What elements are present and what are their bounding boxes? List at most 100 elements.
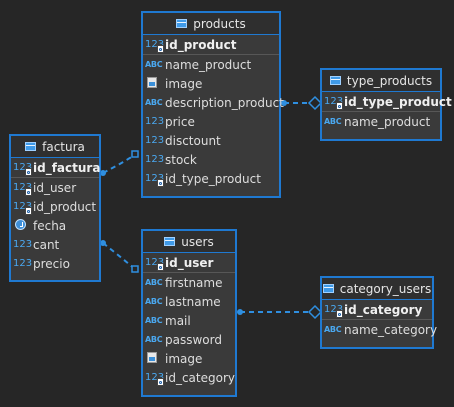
column-name: id_product	[33, 199, 97, 214]
link-factura-products	[102, 154, 136, 174]
column-name: id_factura	[33, 160, 101, 175]
column-name: lastname	[165, 294, 221, 309]
numeric-type-icon: 123	[145, 39, 164, 53]
column-name: price	[165, 114, 195, 129]
column-name: name_product	[165, 57, 252, 72]
numeric-type-icon: 123	[145, 135, 165, 146]
column-name: cant	[33, 237, 60, 252]
key-icon	[25, 168, 32, 176]
column-name: name_category	[344, 322, 438, 337]
numeric-type-icon: 123	[13, 258, 33, 269]
numeric-type-icon: 123	[13, 239, 33, 250]
entity-header: users	[143, 231, 235, 253]
table-icon	[329, 76, 341, 85]
link-start-dot	[100, 240, 106, 246]
column-row[interactable]: image	[143, 74, 279, 93]
clock-icon	[15, 218, 26, 230]
numeric-type-icon: 123	[324, 304, 343, 318]
column-row[interactable]: image	[143, 349, 235, 368]
entity-title: factura	[42, 139, 85, 154]
key-icon	[157, 179, 164, 187]
link-end-diamond	[307, 95, 323, 111]
key-icon	[157, 263, 164, 271]
key-icon	[25, 188, 32, 196]
image-type-icon	[145, 76, 164, 91]
column-name: disctount	[165, 133, 221, 148]
numeric-type-icon: 123	[145, 116, 165, 127]
entity-title: products	[193, 16, 246, 31]
table-icon	[164, 237, 176, 246]
text-type-icon: ABC	[145, 60, 163, 69]
table-icon	[25, 142, 37, 151]
table-icon	[176, 19, 188, 28]
column-name: id_product	[165, 37, 237, 52]
text-type-icon: ABC	[145, 278, 163, 287]
text-type-icon: ABC	[324, 325, 342, 334]
text-type-icon: ABC	[145, 297, 163, 306]
key-icon	[157, 45, 164, 53]
text-type-icon: ABC	[324, 117, 342, 126]
link-end-diamond	[307, 304, 323, 320]
link-start-dot	[237, 309, 243, 315]
entity-title: category_users	[339, 281, 432, 296]
key-icon	[336, 102, 343, 110]
column-name: precio	[33, 256, 70, 271]
link-end-square	[131, 265, 139, 273]
column-name: description_product	[165, 95, 284, 110]
column-name: firstname	[165, 275, 223, 290]
numeric-type-icon: 123	[13, 201, 32, 215]
entity-header: products	[143, 13, 279, 35]
column-name: id_category	[344, 302, 423, 317]
link-start-dot	[281, 100, 287, 106]
column-name: id_category	[165, 370, 235, 385]
column-name: image	[165, 76, 203, 91]
link-factura-users	[102, 242, 136, 270]
column-row[interactable]: fecha	[11, 216, 99, 235]
entity-title: type_products	[346, 73, 433, 88]
datetime-type-icon	[13, 218, 32, 233]
column-name: password	[165, 332, 222, 347]
entity-header: category_users	[322, 278, 432, 300]
entity-title: users	[181, 234, 214, 249]
image-icon	[147, 351, 157, 363]
column-name: name_product	[344, 114, 431, 129]
column-name: fecha	[33, 218, 67, 233]
text-type-icon: ABC	[145, 98, 163, 107]
table-icon	[322, 284, 334, 293]
